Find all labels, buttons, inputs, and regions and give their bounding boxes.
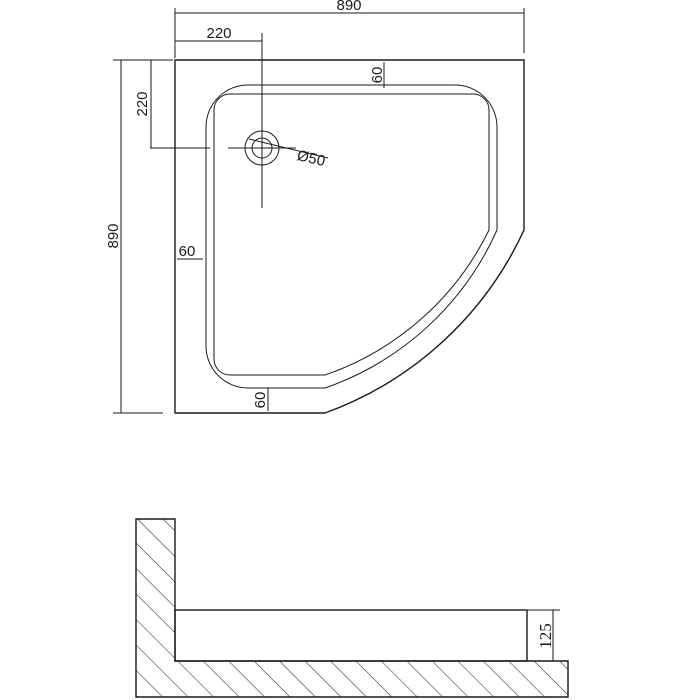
rim-outer-line	[205, 84, 498, 389]
plan-view: 890 220 890 220 60 60	[105, 0, 525, 414]
basin-inner-line	[213, 93, 490, 376]
dimension-rim-left-label: 60	[179, 243, 196, 260]
drain	[150, 33, 329, 208]
dimension-drain-offset-x-label: 220	[206, 25, 231, 42]
dimension-drain-offset-y: 220	[134, 60, 152, 148]
dimension-width: 890	[174, 0, 525, 58]
dimension-rim-left: 60	[177, 243, 203, 260]
dimension-rim-top: 60	[369, 62, 386, 88]
dimension-depth: 890	[105, 59, 173, 414]
dimension-height: 125	[527, 609, 560, 661]
dimension-rim-bottom-label: 60	[252, 392, 269, 409]
dimension-height-label: 125	[536, 623, 555, 649]
tray-section	[174, 609, 528, 662]
dimension-rim-top-label: 60	[369, 67, 386, 84]
dimension-drain-offset-y-label: 220	[134, 91, 151, 116]
dimension-width-label: 890	[336, 0, 361, 14]
drain-diameter-label: Ø50	[295, 147, 326, 170]
section-view: 125	[135, 518, 569, 698]
wall-floor-hatch	[135, 518, 569, 698]
dimension-drain-offset-x: 220	[175, 25, 262, 42]
dimension-depth-label: 890	[105, 223, 122, 248]
tray-outline	[174, 59, 525, 414]
dimension-rim-bottom: 60	[252, 388, 269, 411]
drain-diameter-leader	[248, 138, 329, 159]
